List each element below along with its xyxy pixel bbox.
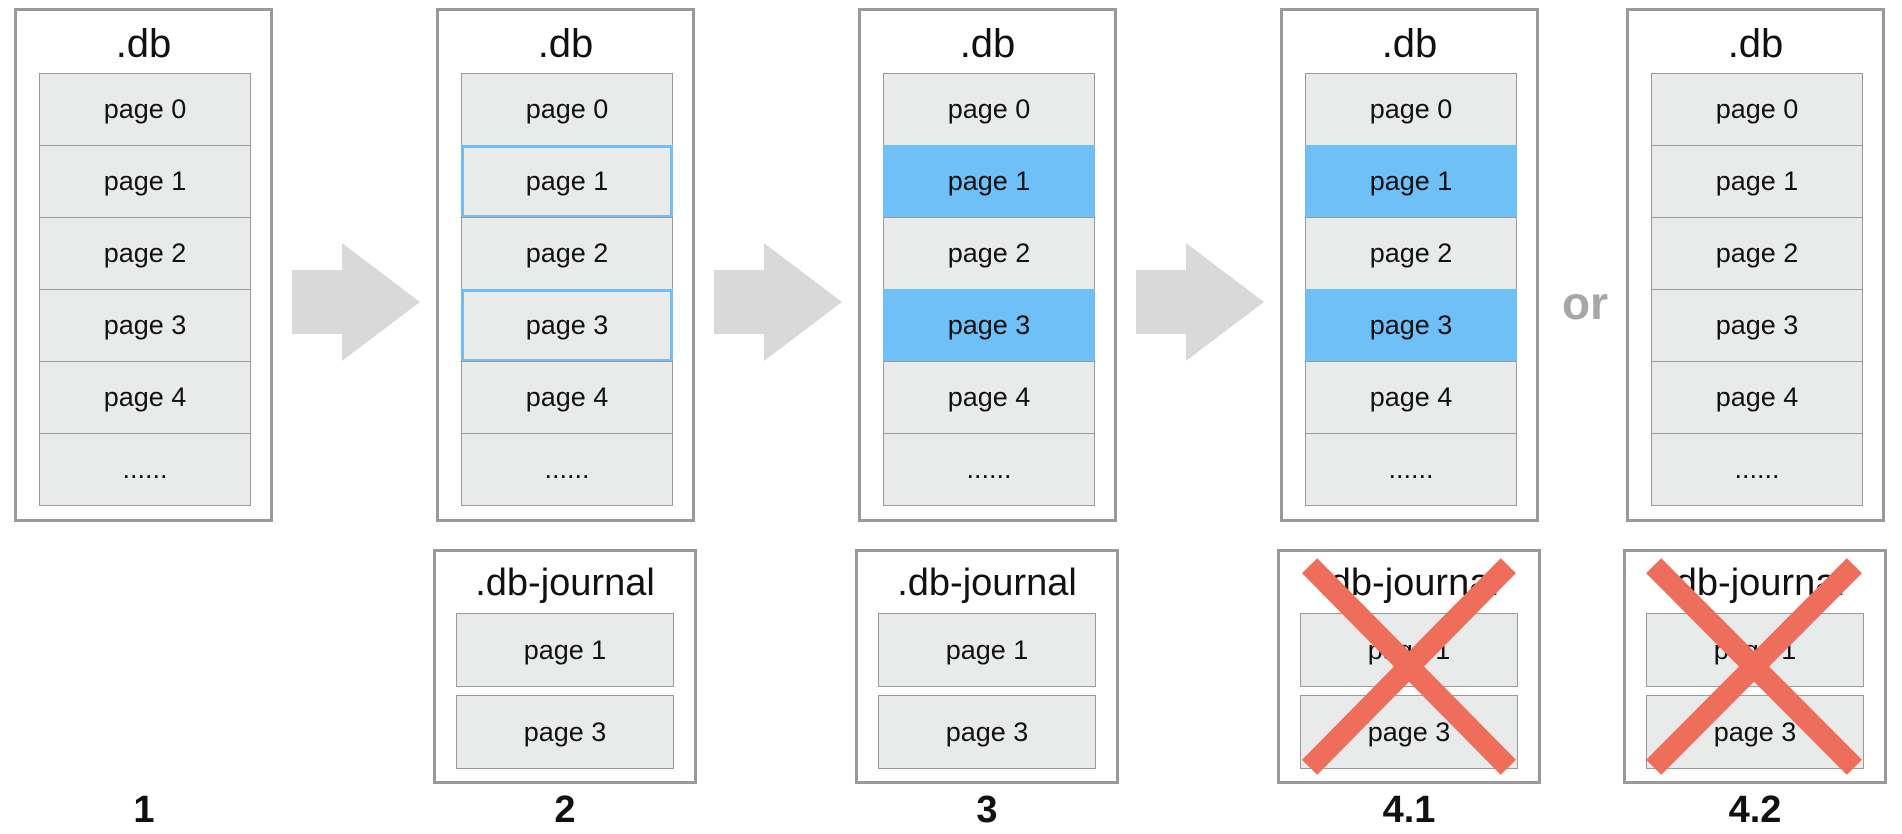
journal-page: page 1	[1300, 613, 1518, 687]
db-page-ellipsis: ......	[1651, 433, 1863, 506]
db-page-modified: page 1	[883, 145, 1095, 218]
db-file-title: .db	[959, 22, 1016, 66]
db-page-list: page 0 page 1 page 2 page 3 page 4 .....…	[883, 73, 1095, 506]
journal-page: page 1	[456, 613, 674, 687]
step-label: 4.1	[1382, 789, 1436, 831]
db-page: page 4	[39, 361, 251, 434]
db-page-list: page 0 page 1 page 2 page 3 page 4 .....…	[461, 73, 673, 506]
db-page: page 1	[1651, 145, 1863, 218]
db-page: page 4	[1305, 361, 1517, 434]
journal-file-3: .db-journal page 1 page 3	[855, 549, 1119, 784]
db-page: page 2	[1305, 217, 1517, 290]
arrow-right-icon	[1136, 243, 1264, 361]
journal-page: page 3	[1646, 695, 1864, 769]
journal-page-list: page 1 page 3	[878, 613, 1096, 777]
db-page: page 2	[461, 217, 673, 290]
db-file-3: .db page 0 page 1 page 2 page 3 page 4 .…	[858, 8, 1117, 522]
db-file-1: .db page 0 page 1 page 2 page 3 page 4 .…	[14, 8, 273, 522]
journal-page: page 1	[878, 613, 1096, 687]
db-page: page 0	[461, 73, 673, 146]
db-page-list: page 0 page 1 page 2 page 3 page 4 .....…	[1305, 73, 1517, 506]
step-label: 3	[976, 789, 998, 831]
db-page-modified: page 1	[1305, 145, 1517, 218]
db-page: page 3	[1651, 289, 1863, 362]
arrow-right-icon	[714, 243, 842, 361]
journal-file-4-1: .db-journal page 1 page 3	[1277, 549, 1541, 784]
journal-page: page 3	[1300, 695, 1518, 769]
journal-page-list: page 1 page 3	[456, 613, 674, 777]
db-page-modified: page 3	[883, 289, 1095, 362]
journal-file-title: .db-journal	[1319, 562, 1499, 604]
journal-file-title: .db-journal	[475, 562, 655, 604]
journal-page: page 3	[456, 695, 674, 769]
db-page: page 0	[39, 73, 251, 146]
journal-file-title: .db-journal	[897, 562, 1077, 604]
db-file-4-1: .db page 0 page 1 page 2 page 3 page 4 .…	[1280, 8, 1539, 522]
journal-page-list: page 1 page 3	[1300, 613, 1518, 777]
db-page: page 4	[883, 361, 1095, 434]
db-page: page 0	[1651, 73, 1863, 146]
db-file-title: .db	[115, 22, 172, 66]
journal-page: page 3	[878, 695, 1096, 769]
db-file-title: .db	[1727, 22, 1784, 66]
db-page-list: page 0 page 1 page 2 page 3 page 4 .....…	[1651, 73, 1863, 506]
journal-page: page 1	[1646, 613, 1864, 687]
db-file-2: .db page 0 page 1 page 2 page 3 page 4 .…	[436, 8, 695, 522]
db-page-ellipsis: ......	[883, 433, 1095, 506]
db-page-pending: page 1	[461, 145, 673, 218]
arrow-right-icon	[292, 243, 420, 361]
db-page-ellipsis: ......	[1305, 433, 1517, 506]
step-label: 2	[554, 789, 576, 831]
db-page: page 1	[39, 145, 251, 218]
db-page: page 4	[1651, 361, 1863, 434]
journal-file-2: .db-journal page 1 page 3	[433, 549, 697, 784]
db-page: page 2	[39, 217, 251, 290]
db-page: page 4	[461, 361, 673, 434]
db-page: page 3	[39, 289, 251, 362]
db-file-title: .db	[537, 22, 594, 66]
db-page-modified: page 3	[1305, 289, 1517, 362]
db-file-title: .db	[1381, 22, 1438, 66]
journal-file-title: .db-journal	[1665, 562, 1845, 604]
step-label: 4.2	[1728, 789, 1782, 831]
db-page-ellipsis: ......	[39, 433, 251, 506]
journal-file-4-2: .db-journal page 1 page 3	[1623, 549, 1887, 784]
db-page: page 0	[883, 73, 1095, 146]
db-page-list: page 0 page 1 page 2 page 3 page 4 .....…	[39, 73, 251, 506]
db-page-ellipsis: ......	[461, 433, 673, 506]
or-separator: or	[1562, 277, 1608, 329]
db-page: page 2	[883, 217, 1095, 290]
db-page: page 0	[1305, 73, 1517, 146]
journal-page-list: page 1 page 3	[1646, 613, 1864, 777]
db-file-4-2: .db page 0 page 1 page 2 page 3 page 4 .…	[1626, 8, 1885, 522]
db-page-pending: page 3	[461, 289, 673, 362]
step-label: 1	[133, 789, 155, 831]
db-page: page 2	[1651, 217, 1863, 290]
